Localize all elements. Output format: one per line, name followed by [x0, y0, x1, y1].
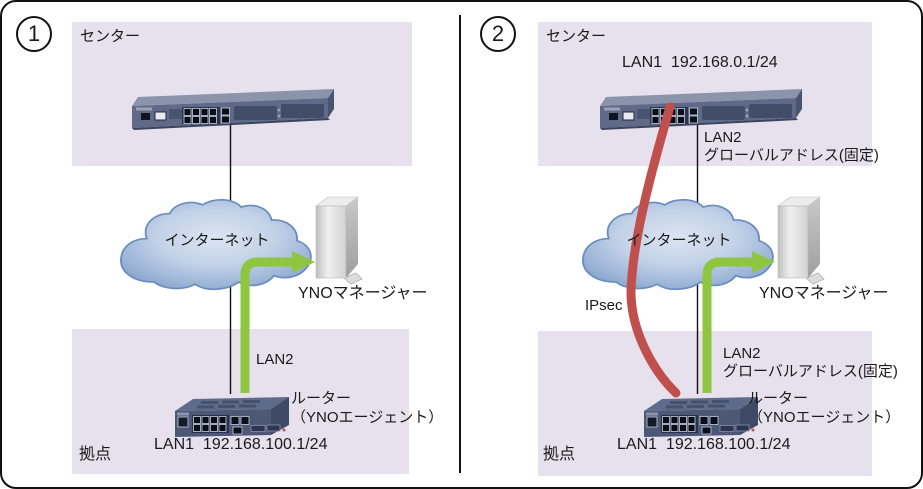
router-top-vents [666, 400, 729, 409]
router-console-port [646, 416, 658, 428]
router-screw [745, 108, 749, 112]
router-side-face [328, 89, 334, 118]
router-top-face [600, 89, 802, 106]
desktop-router-icon [644, 397, 758, 437]
router-label-line2: （YNOエージェント） [291, 409, 444, 426]
server-base [805, 272, 825, 285]
router-sfp-slot-2 [735, 424, 750, 432]
router-screw [277, 114, 281, 118]
router-wan-port-2 [221, 115, 230, 124]
panel-1-number-badge: 1 [16, 16, 52, 52]
panel-2-center-zone-label: センター [546, 28, 607, 45]
router-label-line2: （YNOエージェント） [748, 409, 901, 426]
panel-1-lan1-label: LAN1 192.168.100.1/24 [154, 436, 328, 453]
router-screw [277, 108, 281, 112]
panel-1-lan2-label: LAN2 [256, 351, 294, 368]
router-power-port [609, 113, 618, 120]
router-vent-grille-2 [749, 104, 792, 118]
panel-1-yno-manager-label: YNOマネージャー [298, 285, 428, 302]
panel-divider [459, 15, 461, 473]
panel-2-number-badge: 2 [480, 16, 516, 52]
panel-2-lan1-label: LAN1 192.168.100.1/24 [617, 436, 791, 453]
router-lan3-port [232, 426, 243, 435]
router-wan-port-1 [689, 107, 698, 116]
rack-router-icon [132, 89, 334, 130]
server-base [343, 272, 363, 285]
router-led [751, 428, 755, 432]
router-sfp-slot-2 [266, 424, 281, 432]
router-console-port [177, 416, 189, 428]
router-lan-ports [193, 416, 227, 432]
lan2-label-line1: LAN2 [704, 129, 742, 146]
router-label-line1: ルーター [748, 390, 809, 407]
router-lan-ports [183, 108, 217, 124]
router-wan-port-2 [240, 416, 250, 425]
panel-1-internet-label: インターネット [164, 232, 270, 249]
server-side-face [346, 197, 358, 278]
router-wan-port-1 [230, 416, 240, 425]
panel-2-ipsec-label: IPsec [585, 297, 623, 314]
router-sfp-slot-1 [250, 425, 266, 432]
panel-2-branch-lan2-label: LAN2 グローバルアドレス(固定) [723, 345, 898, 381]
panel-1-center-zone-label: センター [80, 28, 141, 45]
router-label-line1: ルーター [291, 390, 352, 407]
router-wan-port-1 [699, 416, 709, 425]
panel-2-internet-label: インターネット [626, 232, 732, 249]
router-bottom-edge [132, 118, 330, 130]
panel-2-yno-manager-label: YNOマネージャー [759, 285, 889, 302]
router-screw [745, 114, 749, 118]
router-vent-grille-2 [281, 104, 324, 118]
server-tower-icon [315, 196, 363, 285]
router-lan-ports [662, 416, 696, 432]
router-side-face [796, 89, 802, 118]
panel-2-branch-zone-label: 拠点 [543, 446, 576, 463]
router-sfp-slot-1 [719, 425, 735, 432]
panel-1-router-label: ルーター （YNOエージェント） [291, 389, 443, 427]
router-panel [637, 109, 650, 119]
router-console-port [622, 111, 635, 121]
server-tower-icon [777, 196, 825, 285]
server-front-face [315, 205, 347, 279]
router-led [282, 428, 286, 432]
router-panel [169, 109, 182, 119]
desktop-router-icon [175, 397, 289, 437]
lan2-label-line2: グローバルアドレス(固定) [723, 363, 898, 380]
router-logo [604, 107, 620, 111]
panel-1-number: 1 [27, 21, 41, 46]
server-front-face [777, 205, 809, 279]
router-console-port [154, 111, 167, 121]
lan2-label-line1: LAN2 [723, 345, 761, 362]
router-logo [136, 107, 152, 111]
panel-1-branch-zone-label: 拠点 [79, 446, 112, 463]
router-logo [177, 412, 189, 416]
router-wan-port-2 [709, 416, 719, 425]
lan2-label-line2: グローバルアドレス(固定) [704, 147, 879, 164]
server-side-face [808, 197, 820, 278]
router-power-port [141, 113, 150, 120]
panel-2-router-label: ルーター （YNOエージェント） [748, 389, 900, 427]
panel-2-number: 2 [491, 21, 505, 46]
router-top-face [132, 89, 334, 106]
panel-2-center-lan2-label: LAN2 グローバルアドレス(固定) [704, 129, 879, 165]
router-top-vents [197, 400, 260, 409]
router-wan-port-1 [221, 107, 230, 116]
router-vent-grille-1 [702, 106, 745, 120]
router-lan3-port [701, 426, 712, 435]
rack-router-icon [600, 89, 802, 130]
router-logo [646, 412, 658, 416]
router-wan-port-2 [689, 115, 698, 124]
router-vent-grille-1 [234, 106, 277, 120]
panel-2-center-lan1-label: LAN1 192.168.0.1/24 [622, 54, 778, 71]
